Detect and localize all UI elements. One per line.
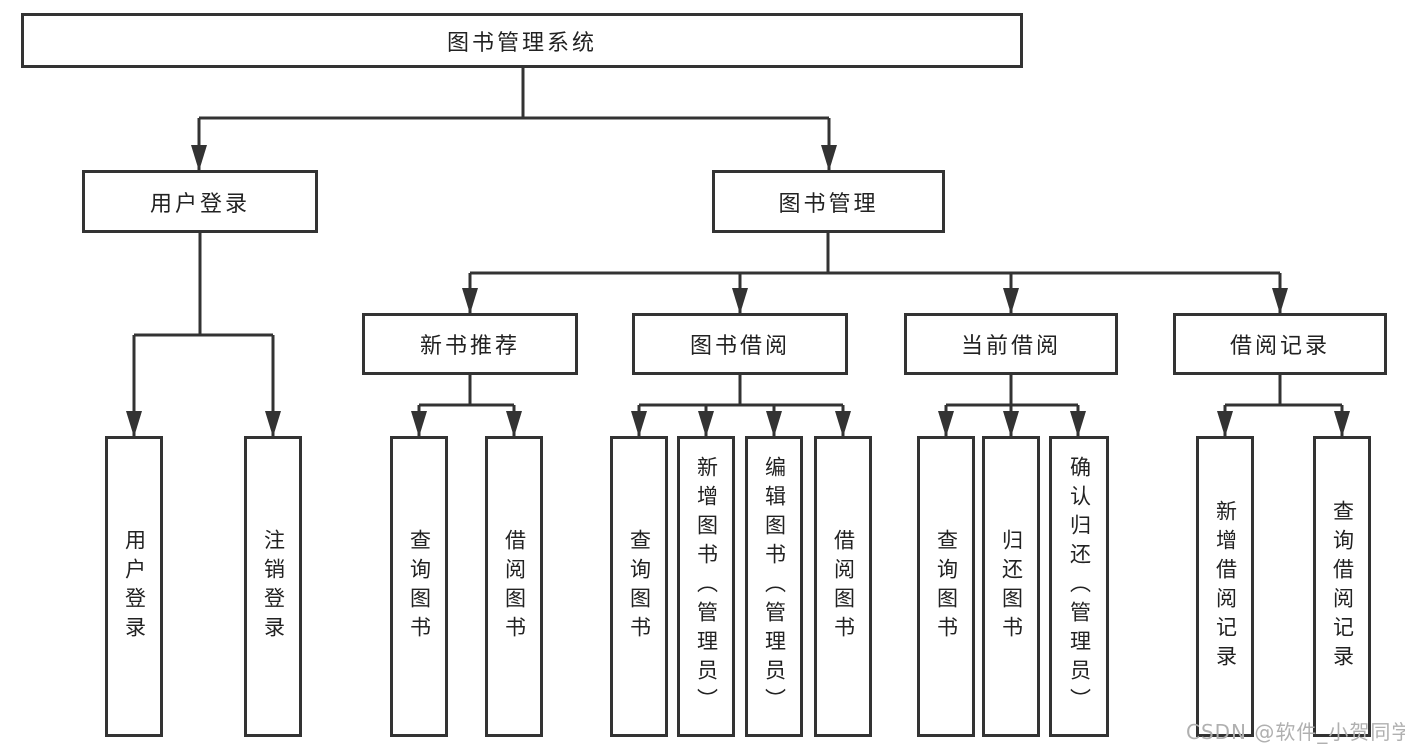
node-user-login: 用户登录	[82, 170, 318, 233]
leaf-logout: 注销登录	[244, 436, 302, 737]
leaf-confirm-return-admin: 确认归还（管理员）	[1049, 436, 1109, 737]
node-label: 图书管理系统	[446, 30, 597, 56]
leaf-label: 编辑图书（管理员）	[762, 456, 787, 717]
node-library-management-system: 图书管理系统	[21, 13, 1023, 68]
leaf-label: 查询图书	[934, 528, 959, 645]
node-label: 新书推荐	[419, 334, 520, 359]
leaf-label: 新增借阅记录	[1213, 499, 1238, 674]
leaf-label: 查询图书	[627, 528, 652, 645]
connector-user-login-trunk	[134, 233, 273, 337]
leaf-label: 借阅图书	[502, 528, 527, 645]
csdn-watermark: CSDN @软件_小贺同学	[1186, 720, 1405, 744]
leaf-borrow-query-books: 查询图书	[610, 436, 668, 737]
leaf-newrec-borrow-books: 借阅图书	[485, 436, 543, 737]
connector-new-book-rec-trunk	[419, 375, 514, 407]
leaf-return-books: 归还图书	[982, 436, 1040, 737]
leaf-label: 查询图书	[407, 528, 432, 645]
leaf-query-borrow-record: 查询借阅记录	[1313, 436, 1371, 737]
leaf-add-books-admin: 新增图书（管理员）	[677, 436, 735, 737]
connector-borrow-records-trunk	[1225, 375, 1342, 407]
leaf-label: 归还图书	[999, 528, 1024, 645]
connector-root-trunk	[199, 68, 829, 120]
node-current-borrow: 当前借阅	[904, 313, 1118, 375]
node-label: 图书管理	[778, 191, 879, 217]
leaf-label: 确认归还（管理员）	[1067, 456, 1092, 717]
leaf-edit-books-admin: 编辑图书（管理员）	[745, 436, 803, 737]
leaf-label: 用户登录	[122, 528, 147, 645]
leaf-user-login: 用户登录	[105, 436, 163, 737]
connector-book-management-trunk	[470, 233, 1280, 275]
node-book-borrow: 图书借阅	[632, 313, 848, 375]
node-label: 用户登录	[149, 191, 250, 217]
node-borrow-records: 借阅记录	[1173, 313, 1387, 375]
node-book-management: 图书管理	[712, 170, 945, 233]
node-new-book-recommend: 新书推荐	[362, 313, 578, 375]
leaf-label: 借阅图书	[831, 528, 856, 645]
connector-book-borrow-trunk	[639, 375, 843, 407]
leaf-newrec-query-books: 查询图书	[390, 436, 448, 737]
leaf-borrow-borrow-books: 借阅图书	[814, 436, 872, 737]
connector-current-borrow-trunk	[946, 375, 1078, 407]
leaf-add-borrow-record: 新增借阅记录	[1196, 436, 1254, 737]
node-label: 借阅记录	[1229, 334, 1330, 359]
node-label: 当前借阅	[960, 334, 1061, 359]
leaf-current-query-books: 查询图书	[917, 436, 975, 737]
leaf-label: 新增图书（管理员）	[694, 456, 719, 717]
leaf-label: 查询借阅记录	[1330, 499, 1355, 674]
node-label: 图书借阅	[689, 334, 790, 359]
leaf-label: 注销登录	[261, 528, 286, 645]
